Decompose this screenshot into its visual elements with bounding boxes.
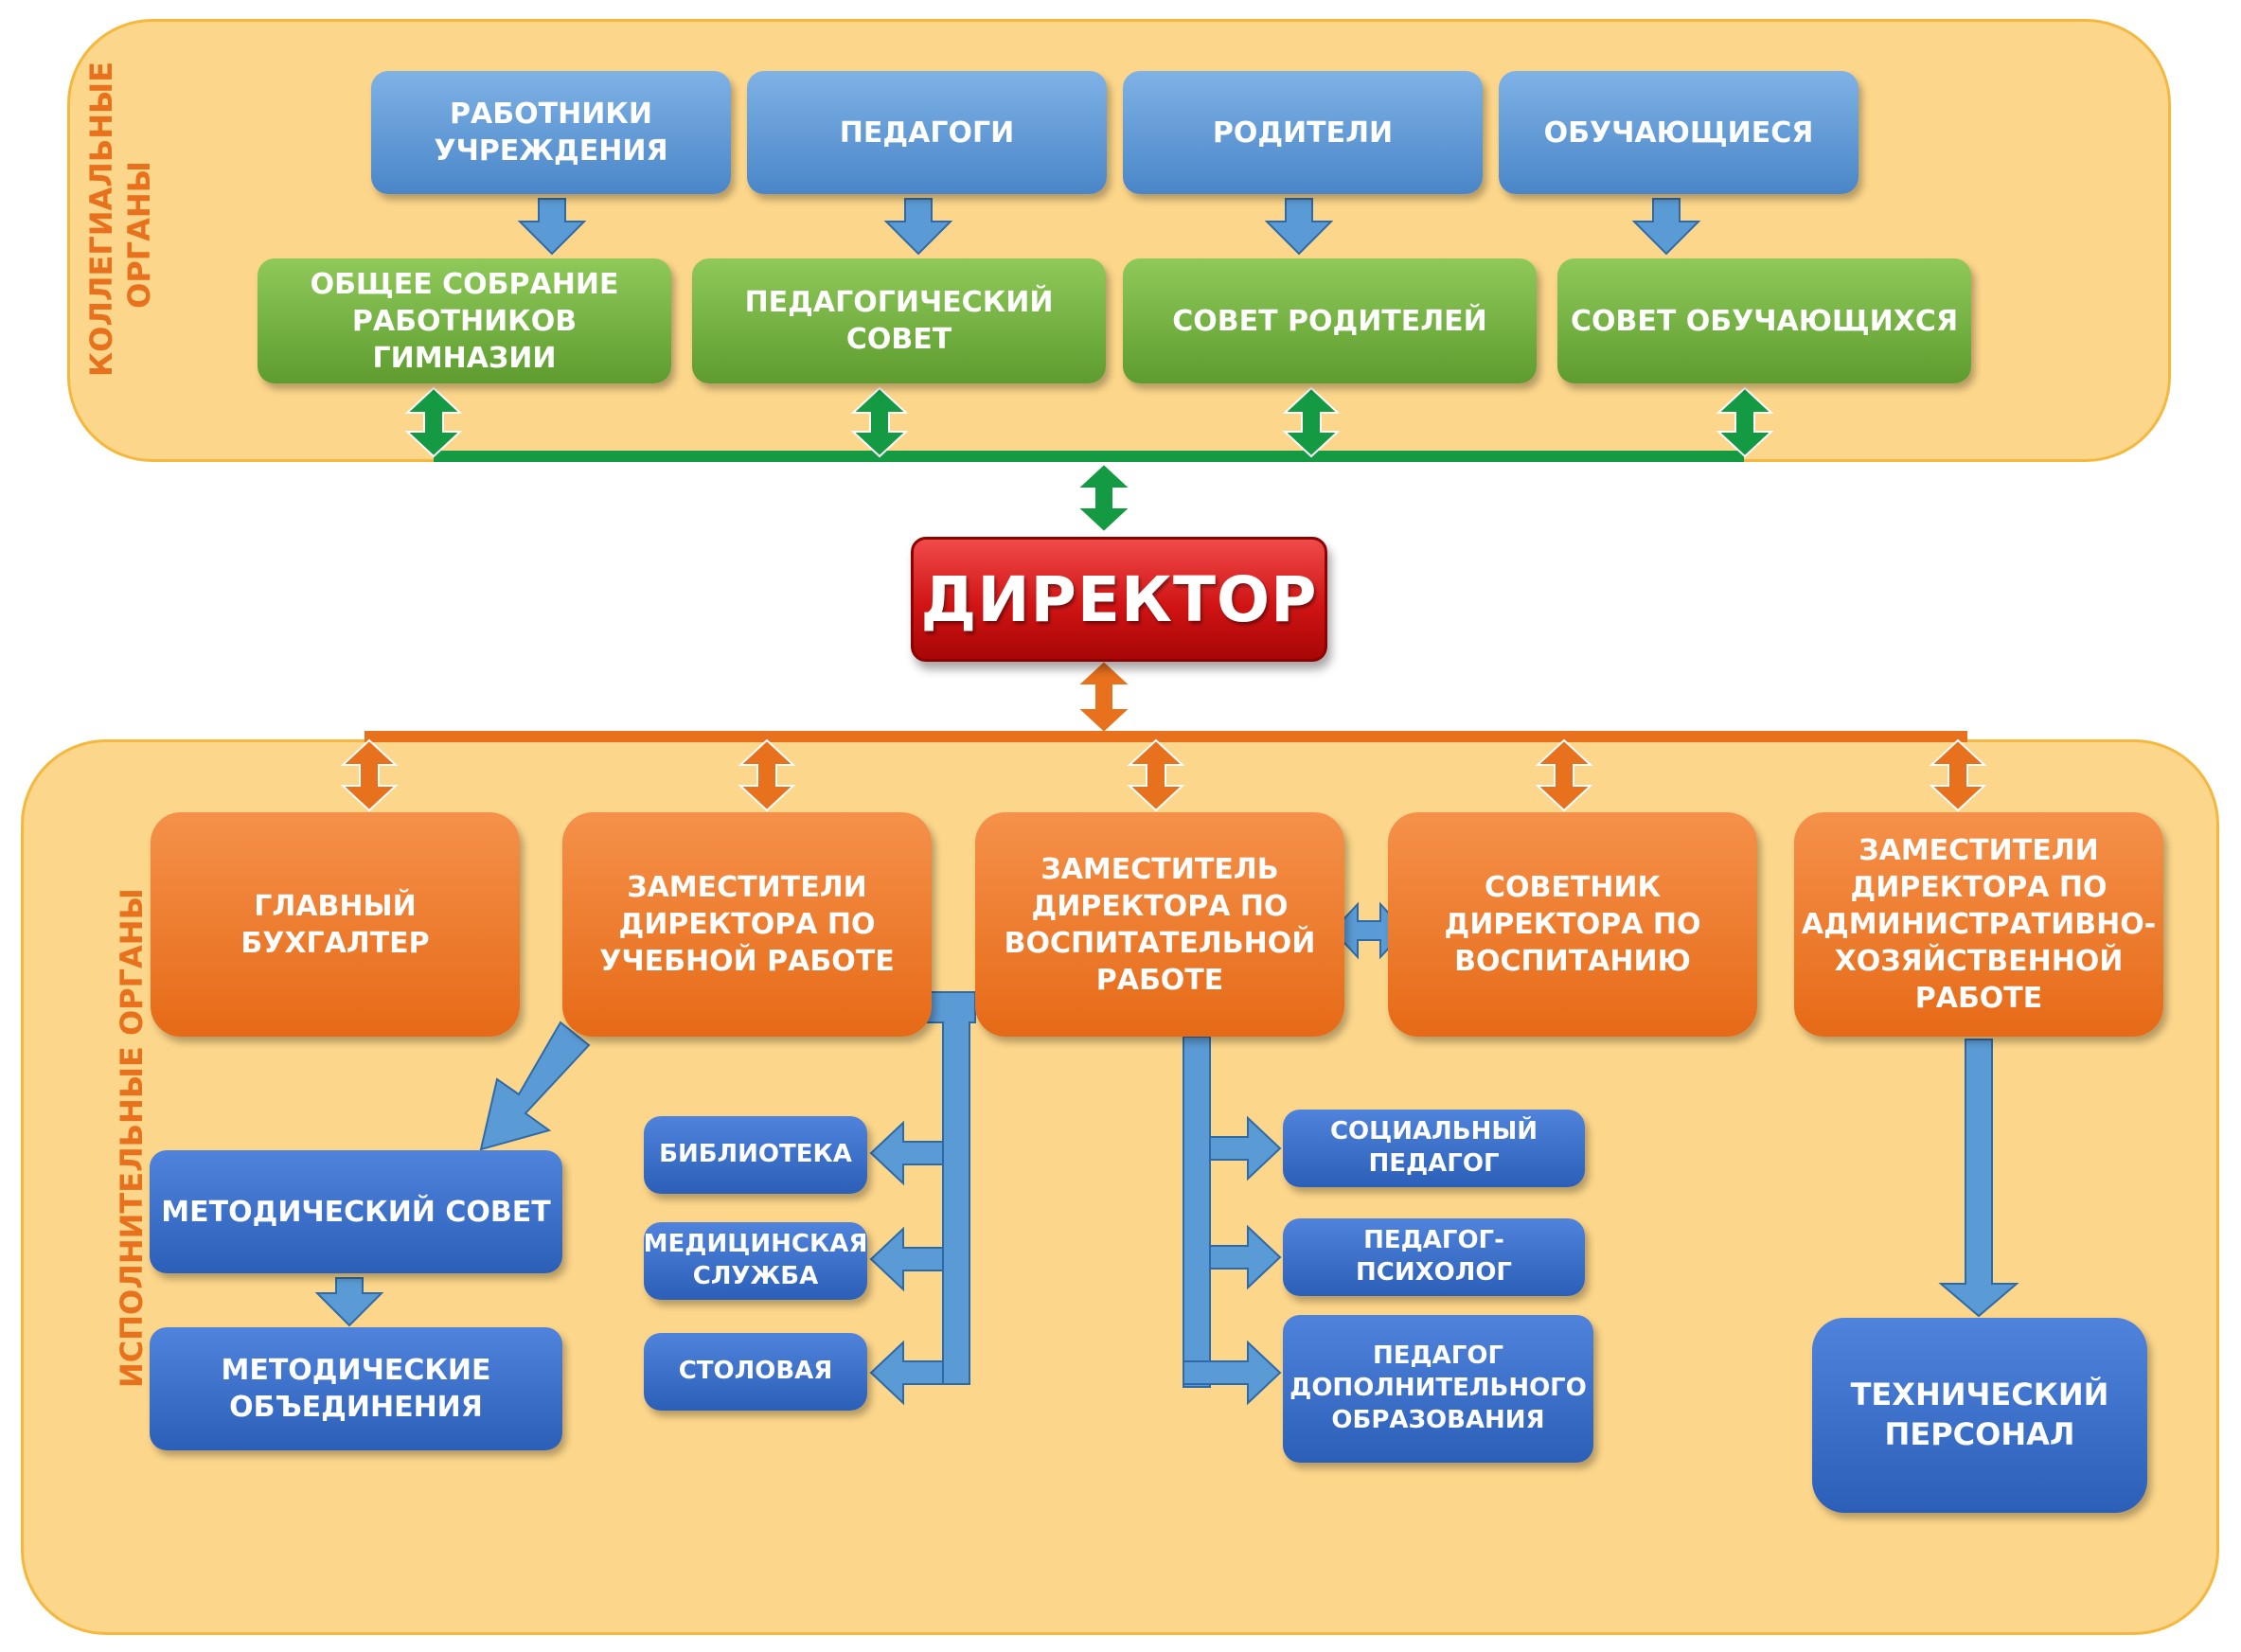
- parents-council[interactable]: СОВЕТ РОДИТЕЛЕЙ: [1123, 258, 1537, 383]
- exec-bus-arrow-0: [340, 738, 399, 812]
- methodical-council[interactable]: МЕТОДИЧЕСКИЙ СОВЕТ: [150, 1150, 562, 1273]
- general-staff-meeting[interactable]: ОБЩЕЕ СОБРАНИЕ РАБОТНИКОВ ГИМНАЗИИ: [258, 258, 671, 383]
- group-to-council-arrow-0: [517, 198, 587, 256]
- bus-director-arrow: [1075, 462, 1133, 534]
- additional-education-teacher[interactable]: ПЕДАГОГ ДОПОЛНИТЕЛЬНОГО ОБРАЗОВАНИЯ: [1283, 1315, 1593, 1463]
- exec-bus-arrow-1: [738, 738, 796, 812]
- council-bus-arrow-3: [1716, 386, 1774, 458]
- exec-bus-arrow-3: [1535, 738, 1593, 812]
- chief-accountant[interactable]: ГЛАВНЫЙ БУХГАЛТЕР: [151, 812, 520, 1037]
- to-canteen-arrow: [869, 1340, 944, 1406]
- director-box[interactable]: ДИРЕКТОР: [911, 537, 1327, 662]
- deputy-academic[interactable]: ЗАМЕСТИТЕЛИ ДИРЕКТОРА ПО УЧЕБНОЙ РАБОТЕ: [562, 812, 932, 1037]
- council-bus-arrow-1: [850, 386, 909, 458]
- social-pedagogue[interactable]: СОЦИАЛЬНЫЙ ПЕДАГОГ: [1283, 1110, 1585, 1187]
- deputy-upbringing[interactable]: ЗАМЕСТИТЕЛЬ ДИРЕКТОРА ПО ВОСПИТАТЕЛЬНОЙ …: [975, 812, 1344, 1037]
- to-psychologist-arrow: [1209, 1224, 1282, 1290]
- council-bus-arrow-0: [404, 386, 463, 458]
- service-medical[interactable]: МЕДИЦИНСКАЯ СЛУЖБА: [644, 1222, 867, 1300]
- group-teachers[interactable]: ПЕДАГОГИ: [747, 71, 1107, 194]
- methodical-council-to-unions-arrow: [314, 1277, 384, 1327]
- academic-to-methodical-arrow: [479, 1021, 591, 1151]
- methodical-unions[interactable]: МЕТОДИЧЕСКИЕ ОБЪЕДИНЕНИЯ: [150, 1327, 562, 1450]
- deputy-admin[interactable]: ЗАМЕСТИТЕЛИ ДИРЕКТОРА ПО АДМИНИСТРАТИВНО…: [1794, 812, 2163, 1037]
- group-to-council-arrow-1: [883, 198, 953, 256]
- service-library[interactable]: БИБЛИОТЕКА: [644, 1116, 867, 1194]
- students-council[interactable]: СОВЕТ ОБУЧАЮЩИХСЯ: [1557, 258, 1971, 383]
- specialists-trunk: [1183, 1036, 1211, 1388]
- to-additional-education-arrow: [1183, 1340, 1282, 1406]
- director-exec-arrow: [1075, 659, 1133, 735]
- collegial-bus-line: [434, 451, 1744, 462]
- executive-bus-line: [365, 731, 1967, 742]
- group-parents[interactable]: РОДИТЕЛИ: [1123, 71, 1483, 194]
- to-medical-arrow: [869, 1226, 944, 1292]
- to-social-pedagogue-arrow: [1209, 1115, 1282, 1181]
- advisor-upbringing[interactable]: СОВЕТНИК ДИРЕКТОРА ПО ВОСПИТАНИЮ: [1388, 812, 1757, 1037]
- exec-bus-arrow-2: [1127, 738, 1185, 812]
- exec-bus-arrow-4: [1929, 738, 1987, 812]
- group-students[interactable]: ОБУЧАЮЩИЕСЯ: [1499, 71, 1859, 194]
- services-trunk: [898, 991, 976, 1385]
- pedagogical-council[interactable]: ПЕДАГОГИЧЕСКИЙ СОВЕТ: [692, 258, 1106, 383]
- technical-staff[interactable]: ТЕХНИЧЕСКИЙ ПЕРСОНАЛ: [1812, 1318, 2147, 1513]
- admin-to-technical-arrow: [1938, 1039, 2019, 1318]
- council-bus-arrow-2: [1282, 386, 1341, 458]
- service-canteen[interactable]: СТОЛОВАЯ: [644, 1333, 867, 1411]
- group-to-council-arrow-2: [1264, 198, 1334, 256]
- pedagogue-psychologist[interactable]: ПЕДАГОГ-ПСИХОЛОГ: [1283, 1218, 1585, 1296]
- group-to-council-arrow-3: [1631, 198, 1701, 256]
- group-employees[interactable]: РАБОТНИКИ УЧРЕЖДЕНИЯ: [371, 71, 731, 194]
- to-library-arrow: [869, 1120, 944, 1186]
